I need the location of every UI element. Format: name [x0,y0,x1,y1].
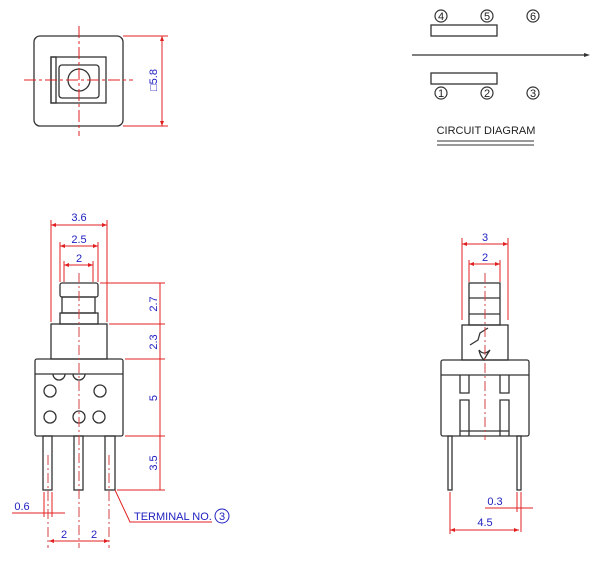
svg-text:2: 2 [91,529,97,541]
svg-text:3: 3 [482,232,488,244]
svg-text:2.5: 2.5 [71,234,86,246]
svg-text:2: 2 [484,88,490,100]
svg-text:0.6: 0.6 [14,501,29,513]
svg-text:2: 2 [76,253,82,265]
svg-text:6: 6 [530,11,536,23]
front-view: 3.6 2.5 2 2.7 2.3 5 3.5 0.6 2 2 TERMINAL… [12,212,230,548]
svg-text:2: 2 [61,529,67,541]
terminal-5: 5 [480,9,494,23]
size-label: □5.8 [148,69,160,91]
svg-text:5: 5 [148,395,160,401]
terminal-6: 6 [526,9,540,23]
svg-text:2.3: 2.3 [148,334,160,349]
terminal-4: 4 [434,9,448,23]
side-view: 3 2 0.3 4.5 [440,232,533,534]
svg-text:1: 1 [438,88,444,100]
svg-text:3.6: 3.6 [71,212,86,224]
top-view: □5.8 [24,26,168,136]
circuit-title: CIRCUIT DIAGRAM [437,125,536,137]
svg-text:3: 3 [530,88,536,100]
svg-text:4.5: 4.5 [477,517,492,529]
svg-text:0.3: 0.3 [487,496,502,508]
svg-text:3.5: 3.5 [148,455,160,470]
terminal-label: TERMINAL NO. [134,511,212,523]
terminal-2: 2 [480,86,494,100]
svg-text:2.7: 2.7 [148,296,160,311]
svg-text:2: 2 [482,252,488,264]
circuit-diagram: 4 5 6 1 2 3 CIRCUIT DIAGRAM [412,9,590,146]
terminal-3: 3 [526,86,540,100]
svg-text:5: 5 [484,11,490,23]
terminal-1: 1 [434,86,448,100]
svg-text:4: 4 [438,11,444,23]
terminal-number: 3 [219,511,225,523]
